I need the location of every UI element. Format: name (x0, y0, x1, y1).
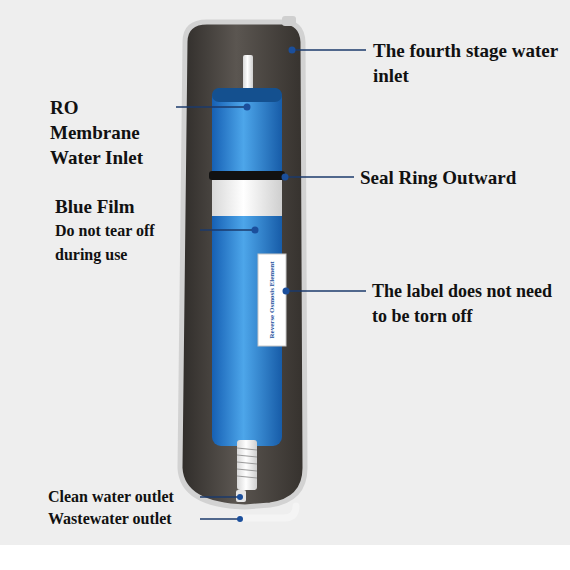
product-label-text: Reverse Osmosis Element (269, 262, 276, 339)
leader-line (200, 496, 240, 497)
outlet-label: Clean water outlet (48, 487, 198, 507)
leader-dot (244, 104, 251, 111)
coil-rib (237, 469, 257, 471)
leader-dot (252, 227, 259, 234)
leader-line (285, 176, 354, 177)
filter-housing (180, 22, 305, 507)
ro-membrane-body (212, 88, 282, 446)
white-band (212, 180, 282, 216)
coil-ribs (237, 448, 257, 478)
outlet-coil (237, 440, 257, 490)
leader-line (292, 49, 366, 50)
leader-dot (282, 174, 289, 181)
callout-label: The fourth stage water inlet (373, 38, 558, 88)
callout-label: RO Membrane Water Inlet (50, 95, 172, 170)
leader-line (176, 106, 247, 107)
outlet-label: Wastewater outlet (48, 509, 198, 529)
background-panel (0, 0, 570, 545)
leader-dot (237, 516, 243, 522)
callout-label: The label does not need to be torn off (372, 279, 554, 329)
leader-line (200, 229, 255, 230)
seal-ring (209, 171, 285, 180)
housing-inlet-nub (282, 16, 296, 26)
leader-dot (283, 288, 290, 295)
coil-rib (237, 476, 257, 478)
membrane-top-cap (212, 88, 282, 102)
leader-dot (237, 494, 243, 500)
wastewater-pipe (240, 506, 296, 518)
coil-rib (237, 448, 257, 450)
product-label (258, 254, 286, 346)
callout-heading: Blue Film (55, 194, 185, 219)
leader-lines (176, 50, 366, 519)
coil-rib (237, 462, 257, 464)
callout-label: Seal Ring Outward (360, 165, 565, 190)
callout-note: Do not tear off during use (55, 219, 197, 267)
leader-dot (289, 47, 296, 54)
clean-water-outlet (236, 490, 246, 502)
leader-dots (237, 47, 296, 523)
leader-line (200, 518, 240, 519)
coil-rib (237, 455, 257, 457)
leader-line (286, 290, 366, 291)
